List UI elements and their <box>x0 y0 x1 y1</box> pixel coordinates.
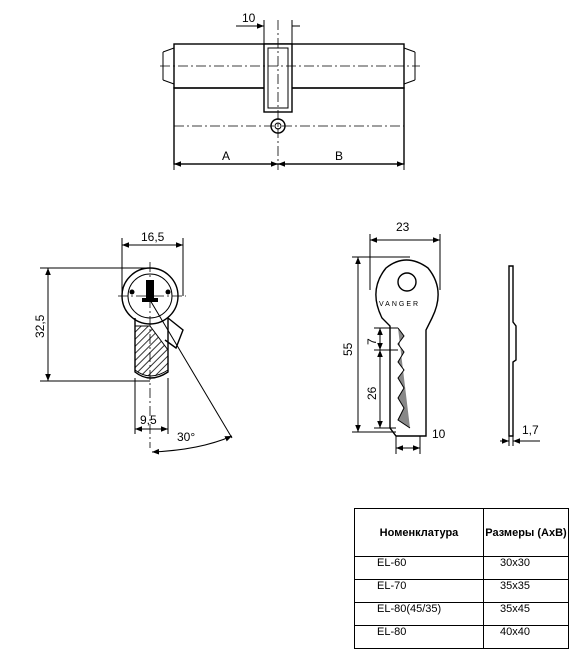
table-cell-name: EL-80(45/35) <box>354 602 484 626</box>
key-dim-height-label: 55 <box>341 342 355 356</box>
key-dim-10-label: 10 <box>432 427 446 441</box>
table-row: EL-60 30x30 <box>354 556 569 580</box>
table-header-size: Размеры (AxB) <box>483 508 569 557</box>
table-row: EL-80 40x40 <box>354 625 569 649</box>
cam-hatched-area <box>134 325 169 377</box>
key-dim-width-label: 23 <box>396 220 410 234</box>
dimensions-table: Номенклатура Размеры (AxB) EL-60 30x30 E… <box>354 508 569 649</box>
cam-angle-label: 30° <box>177 430 195 444</box>
cam-dim-height-label: 32,5 <box>33 314 47 338</box>
table-cell-name: EL-80 <box>354 625 484 649</box>
table-cell-size: 40x40 <box>483 625 569 649</box>
table-row: EL-70 35x35 <box>354 579 569 603</box>
cyl-dim-a-label: A <box>222 149 230 163</box>
table-header-name: Номенклатура <box>354 508 484 557</box>
cyl-dim-b-label: B <box>335 149 343 163</box>
cyl-dim-top-label: 10 <box>242 11 256 25</box>
key-brand-label: VANGER <box>379 301 420 308</box>
table-header-row: Номенклатура Размеры (AxB) <box>354 508 569 557</box>
cylinder-side-view: 10 A B <box>160 11 420 170</box>
key-view: VANGER 23 55 7 26 10 <box>341 220 446 454</box>
cam-dim-bottom-label: 9,5 <box>140 413 157 427</box>
table-cell-size: 35x45 <box>483 602 569 626</box>
key-dim-26-label: 26 <box>365 386 379 400</box>
table-cell-size: 35x35 <box>483 579 569 603</box>
cam-front-view: 16,5 32,5 9,5 30° <box>33 230 233 455</box>
key-dim-7-label: 7 <box>365 338 379 345</box>
key-side-view: 1,7 <box>500 265 540 446</box>
key-blade-ridge <box>397 327 411 429</box>
table-cell-name: EL-70 <box>354 579 484 603</box>
table-cell-name: EL-60 <box>354 556 484 580</box>
cam-dim-width-label: 16,5 <box>141 230 165 244</box>
key-thickness-label: 1,7 <box>522 423 539 437</box>
table-row: EL-80(45/35) 35x45 <box>354 602 569 626</box>
table-cell-size: 30x30 <box>483 556 569 580</box>
